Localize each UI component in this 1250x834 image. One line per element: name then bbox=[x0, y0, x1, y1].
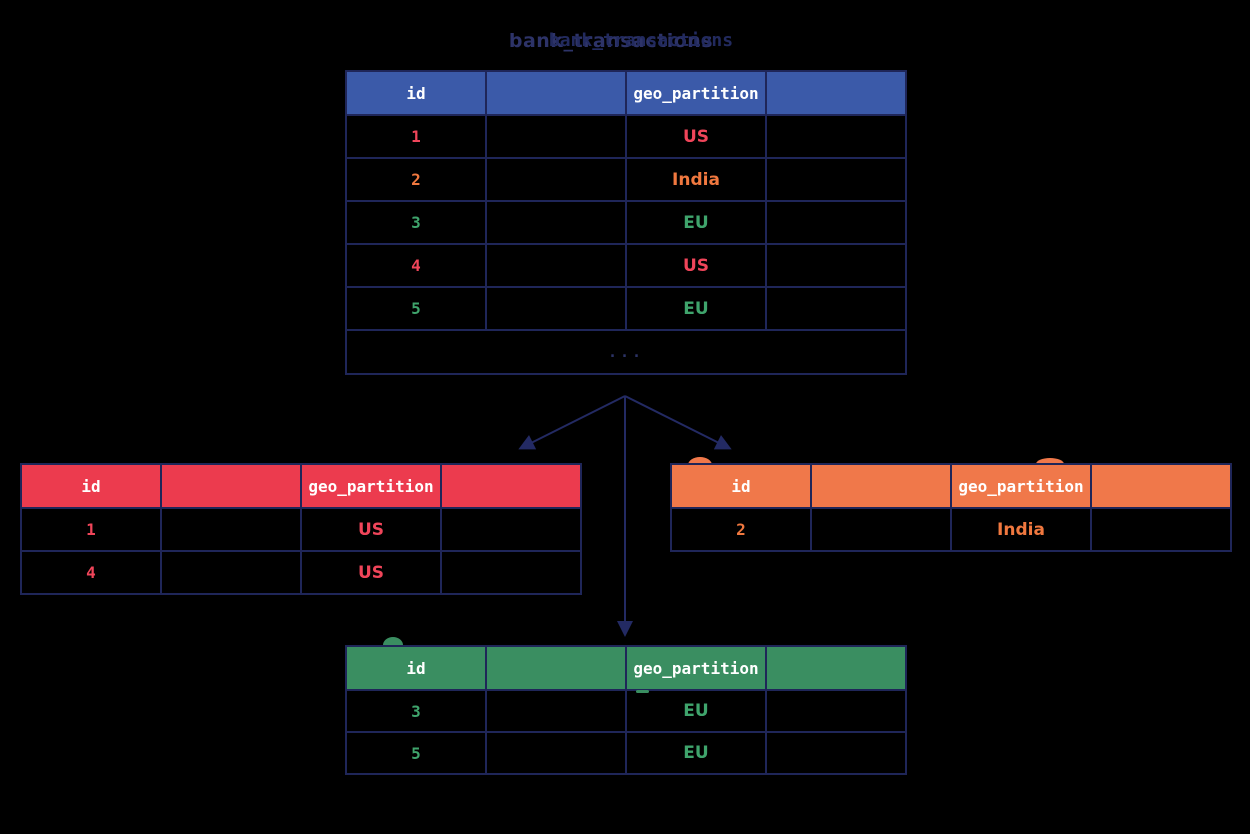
arrow-to-us-partition bbox=[518, 395, 626, 450]
id-cell: 5 bbox=[345, 286, 487, 331]
id-cell: 3 bbox=[345, 200, 487, 245]
header-cell-empty bbox=[485, 645, 627, 691]
header-row: id geo_partition bbox=[345, 70, 907, 116]
empty-cell bbox=[440, 507, 582, 552]
id-cell: 5 bbox=[345, 731, 487, 775]
empty-cell bbox=[160, 507, 302, 552]
empty-cell bbox=[765, 286, 907, 331]
ellipsis-cell: ... bbox=[345, 329, 907, 375]
geo-cell: US bbox=[625, 243, 767, 288]
empty-cell bbox=[765, 731, 907, 775]
id-cell: 4 bbox=[345, 243, 487, 288]
id-cell: 2 bbox=[670, 507, 812, 552]
table-row: 1 US bbox=[345, 114, 907, 159]
geo-cell: EU bbox=[625, 200, 767, 245]
empty-cell bbox=[440, 550, 582, 595]
empty-cell bbox=[485, 157, 627, 202]
main-table-grid: id geo_partition 1 US 2 India 3 EU bbox=[345, 70, 907, 375]
table-row: 2 India bbox=[670, 507, 1232, 552]
header-cell-empty bbox=[1090, 463, 1232, 509]
empty-cell bbox=[765, 200, 907, 245]
table-row: 2 India bbox=[345, 157, 907, 202]
table-row: 3 EU bbox=[345, 200, 907, 245]
us-partition-grid: id geo_partition 1 US 4 US bbox=[20, 463, 582, 595]
header-cell-id: id bbox=[345, 645, 487, 691]
empty-cell bbox=[765, 157, 907, 202]
geo-cell: EU bbox=[625, 731, 767, 775]
header-cell-geo-partition: geo_partition bbox=[625, 70, 767, 116]
table-title-sans-layer: bank_transactions bbox=[508, 30, 714, 52]
empty-cell bbox=[485, 243, 627, 288]
eu-partition-grid: id geo_partition 3 EU 5 EU bbox=[345, 645, 907, 775]
geo-cell: EU bbox=[625, 689, 767, 733]
id-cell: 2 bbox=[345, 157, 487, 202]
geo-cell: India bbox=[950, 507, 1092, 552]
clipped-icon-artifact bbox=[1036, 458, 1064, 464]
header-cell-empty bbox=[810, 463, 952, 509]
india-partition-grid: id geo_partition 2 India bbox=[670, 463, 1232, 552]
table-title: bank_transactions bank_transactions bbox=[345, 30, 905, 60]
geo-cell: EU bbox=[625, 286, 767, 331]
table-row: 5 EU bbox=[345, 731, 907, 775]
header-row: id geo_partition bbox=[20, 463, 582, 509]
geo-cell: India bbox=[625, 157, 767, 202]
clipped-icon-artifact bbox=[636, 690, 649, 693]
empty-cell bbox=[485, 731, 627, 775]
table-row: 3 EU bbox=[345, 689, 907, 733]
empty-cell bbox=[765, 689, 907, 733]
table-row: 1 US bbox=[20, 507, 582, 552]
header-cell-empty bbox=[765, 70, 907, 116]
empty-cell bbox=[810, 507, 952, 552]
india-partition-table: id geo_partition 2 India bbox=[670, 463, 1232, 552]
header-cell-id: id bbox=[345, 70, 487, 116]
id-cell: 1 bbox=[20, 507, 162, 552]
id-cell: 1 bbox=[345, 114, 487, 159]
header-cell-geo-partition: geo_partition bbox=[300, 463, 442, 509]
header-cell-id: id bbox=[20, 463, 162, 509]
arrow-to-india-partition bbox=[624, 395, 732, 450]
header-cell-empty bbox=[485, 70, 627, 116]
clipped-icon-artifact bbox=[688, 457, 712, 465]
header-row: id geo_partition bbox=[670, 463, 1232, 509]
geo-cell: US bbox=[300, 507, 442, 552]
id-cell: 3 bbox=[345, 689, 487, 733]
clipped-icon-artifact bbox=[383, 637, 403, 645]
header-cell-geo-partition: geo_partition bbox=[950, 463, 1092, 509]
header-cell-empty bbox=[160, 463, 302, 509]
empty-cell bbox=[485, 200, 627, 245]
empty-cell bbox=[485, 286, 627, 331]
empty-cell bbox=[160, 550, 302, 595]
ellipsis-row: ... bbox=[345, 329, 907, 375]
geo-cell: US bbox=[300, 550, 442, 595]
main-table: id geo_partition 1 US 2 India 3 EU bbox=[345, 70, 907, 375]
empty-cell bbox=[485, 114, 627, 159]
empty-cell bbox=[485, 689, 627, 733]
empty-cell bbox=[765, 114, 907, 159]
table-title-mono-layer: bank_transactions bbox=[548, 30, 734, 51]
header-cell-id: id bbox=[670, 463, 812, 509]
table-row: 5 EU bbox=[345, 286, 907, 331]
table-row: 4 US bbox=[20, 550, 582, 595]
header-cell-geo-partition: geo_partition bbox=[625, 645, 767, 691]
geo-cell: US bbox=[625, 114, 767, 159]
header-row: id geo_partition bbox=[345, 645, 907, 691]
us-partition-table: id geo_partition 1 US 4 US bbox=[20, 463, 582, 595]
id-cell: 4 bbox=[20, 550, 162, 595]
eu-partition-table: id geo_partition 3 EU 5 EU bbox=[345, 645, 907, 775]
empty-cell bbox=[1090, 507, 1232, 552]
header-cell-empty bbox=[765, 645, 907, 691]
table-row: 4 US bbox=[345, 243, 907, 288]
header-cell-empty bbox=[440, 463, 582, 509]
empty-cell bbox=[765, 243, 907, 288]
